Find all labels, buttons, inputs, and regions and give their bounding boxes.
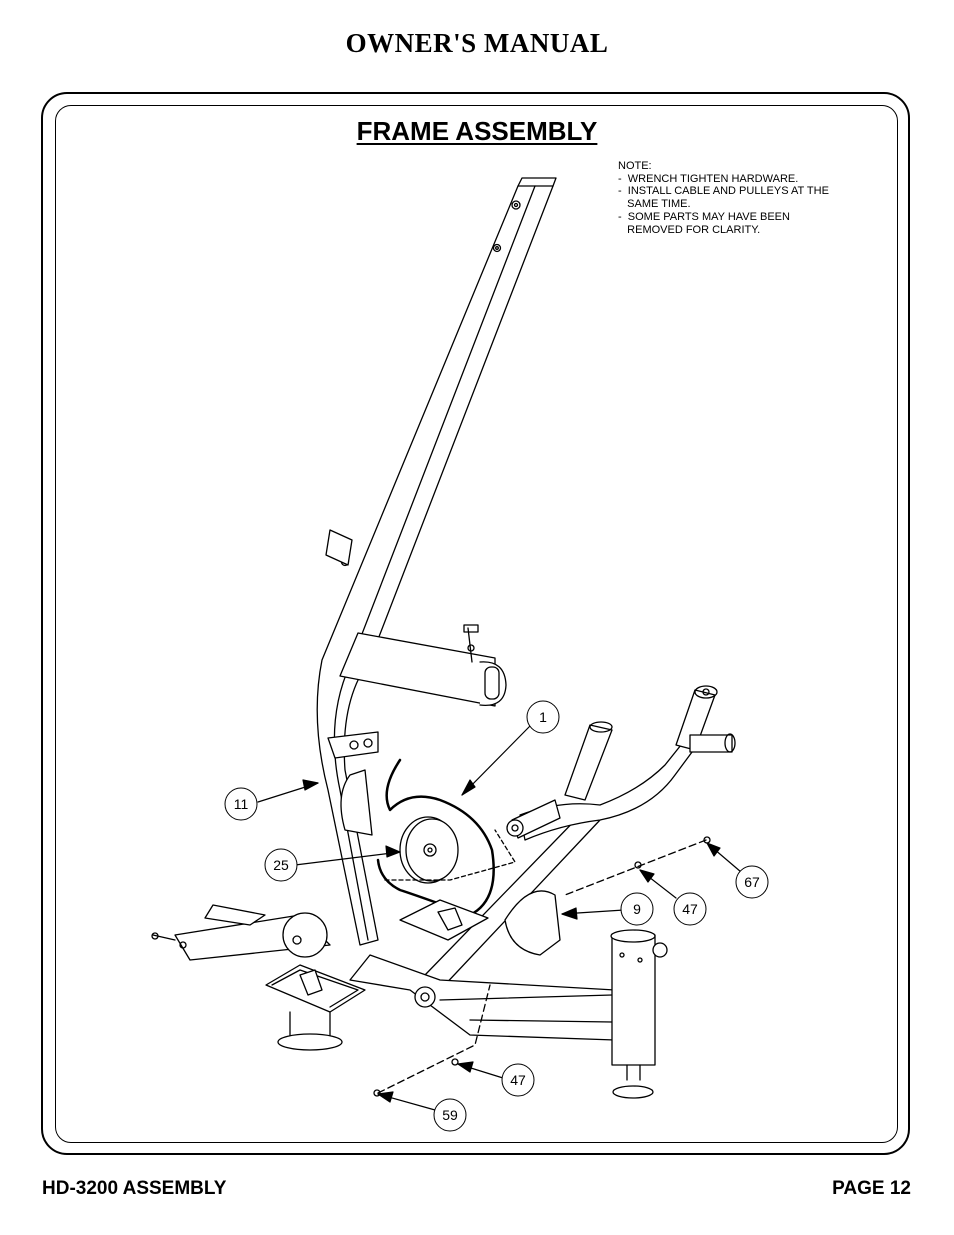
callout-label: 25 [273, 857, 289, 873]
pulley-wheel [384, 816, 516, 884]
base-frame [349, 954, 616, 1041]
handlebars [506, 685, 736, 841]
rear-post [610, 929, 668, 1099]
callout-59: 59 [433, 1098, 467, 1132]
notes-heading: NOTE: [618, 160, 652, 172]
note-item: - SOME PARTS MAY HAVE BEEN REMOVED FOR C… [618, 210, 790, 236]
outer-frame-border [41, 92, 910, 1155]
callout-label: 1 [539, 709, 547, 725]
callout-label: 47 [682, 901, 698, 917]
footer-page-number: PAGE 12 [832, 1178, 911, 1199]
callout-label: 9 [633, 901, 641, 917]
upright-bracket [325, 529, 353, 566]
callout-47: 47 [501, 1063, 535, 1097]
washer-47 [451, 1058, 459, 1066]
washer-47 [634, 861, 642, 869]
pulley-guard [340, 769, 373, 836]
hardware-line [377, 984, 491, 1094]
hardware-line [564, 839, 707, 896]
callout-11: 11 [224, 787, 258, 821]
leader-lines [257, 725, 742, 1111]
section-title-text: FRAME ASSEMBLY [356, 116, 598, 146]
callout-25: 25 [264, 848, 298, 882]
footer-model: HD-3200 ASSEMBLY [42, 1178, 227, 1199]
callout-67: 67 [735, 865, 769, 899]
assembly-notes: NOTE: - WRENCH TIGHTEN HARDWARE. - INSTA… [618, 160, 878, 236]
callout-label: 67 [744, 874, 760, 890]
manual-header-title: OWNER'S MANUAL [345, 28, 609, 58]
crossbar-arm [339, 624, 507, 707]
callout-1: 1 [526, 700, 560, 734]
callout-47: 47 [673, 892, 707, 926]
left-stabilizer [151, 904, 331, 961]
cable [376, 758, 495, 917]
note-item: - WRENCH TIGHTEN HARDWARE. [618, 172, 799, 185]
callout-9: 9 [620, 892, 654, 926]
mid-bracket [327, 731, 379, 759]
section-title: FRAME ASSEMBLY [0, 116, 954, 147]
bolt-59 [373, 1089, 381, 1097]
callout-label: 11 [234, 796, 249, 812]
callout-label: 47 [510, 1072, 526, 1088]
inner-frame-border [55, 105, 898, 1143]
pivot-bracket [504, 890, 561, 956]
callout-label: 59 [442, 1107, 458, 1123]
note-item: - INSTALL CABLE AND PULLEYS AT THE SAME … [618, 185, 829, 211]
foot-pedals [265, 899, 489, 1051]
